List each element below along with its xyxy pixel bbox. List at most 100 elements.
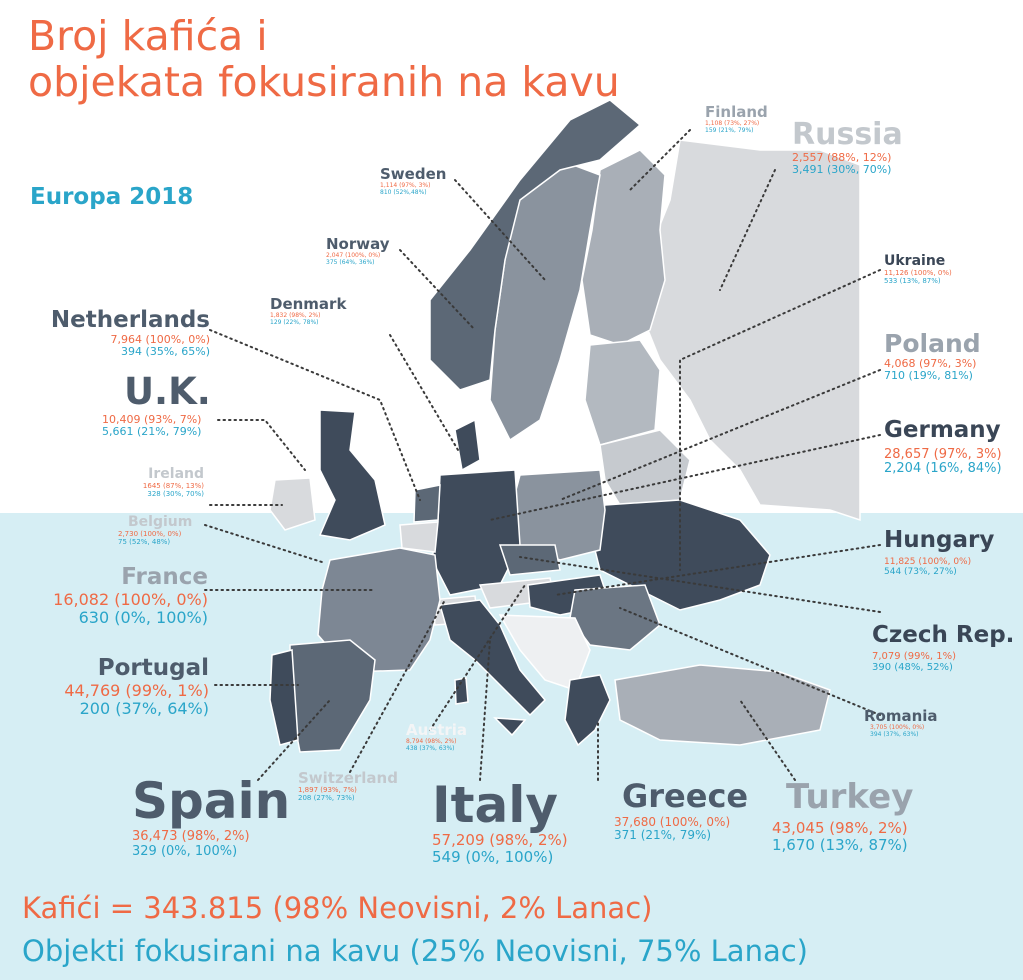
uk-shape [318,409,386,541]
hungary-coffee: 544 (73%, 27%) [884,566,957,577]
baltics-shape [584,339,661,446]
label-greece: Greece 37,680 (100%, 0%) 371 (21%, 79%) [614,780,748,843]
poland-coffee: 710 (19%, 81%) [884,369,973,383]
czech-coffee: 390 (48%, 52%) [872,661,953,673]
label-norway: Norway 2,047 (100%, 0%) 375 (64%, 36%) [326,236,390,266]
label-czech: Czech Rep. 7,079 (99%, 1%) 390 (48%, 52%… [872,622,1015,673]
uk-cafes: 10,409 (93%, 7%) [102,413,202,426]
germany-cafes: 28,657 (97%, 3%) [884,446,1002,462]
austria-name: Austria [406,721,468,739]
germany-name: Germany [884,417,1001,443]
ukraine-coffee: 533 (13%, 87%) [884,276,941,285]
netherlands-shape [413,484,441,523]
leader-spain [257,699,331,781]
italy-name: Italy [432,776,558,834]
leader-russia [719,169,776,291]
russia-name: Russia [792,117,903,152]
leader-finland [629,129,691,191]
spain-coffee: 329 (0%, 100%) [132,843,238,859]
label-romania: Romania 3,705 (100%, 0%) 394 (37%, 63%) [864,708,938,738]
france-coffee: 630 (0%, 100%) [78,607,208,627]
leader-poland [559,369,881,501]
label-denmark: Denmark 1,832 (98%, 2%) 129 (22%, 78%) [270,296,346,326]
sweden-name: Sweden [380,165,447,183]
belgium-shape [399,521,439,553]
label-germany: Germany 28,657 (97%, 3%) 2,204 (16%, 84%… [884,417,1002,477]
denmark-name: Denmark [270,295,347,313]
czech-cafes: 7,079 (99%, 1%) [872,650,957,662]
sicily-shape [493,717,527,737]
sweden-coffee: 810 (52%,48%) [380,188,427,196]
czech-shape [498,544,561,576]
label-ukraine: Ukraine 11,126 (100%, 0%) 533 (13%, 87%) [884,253,952,285]
norway-coffee: 375 (64%, 36%) [326,258,375,266]
germany-shape [431,469,521,596]
russia-coffee: 3,491 (30%, 70%) [792,162,892,176]
belgium-name: Belgium [128,514,193,530]
label-finland: Finland 1,108 (73%, 27%) 159 (21%, 79%) [705,104,768,134]
greece-cafes: 37,680 (100%, 0%) [614,815,731,829]
turkey-cafes: 43,045 (98%, 2%) [772,819,908,837]
label-ireland: Ireland 1645 (87%, 13%) 328 (30%, 70%) [100,466,204,498]
italy-cafes: 57,209 (98%, 2%) [432,831,568,849]
title-line-2: objekata fokusiranih na kavu [28,57,620,106]
ukraine-name: Ukraine [884,253,946,269]
uk-coffee: 5,661 (21%, 79%) [102,425,202,439]
romania-cafes: 3,705 (100%, 0%) [870,723,925,731]
finland-cafes: 1,108 (73%, 27%) [705,119,760,127]
ukraine-cafes: 11,126 (100%, 0%) [884,268,952,277]
portugal-shape [269,649,299,746]
subtitle: Europa 2018 [30,184,194,210]
title-line-1: Broj kafića i [28,12,268,60]
label-turkey: Turkey 43,045 (98%, 2%) 1,670 (13%, 87%) [772,780,913,854]
footer-coffee-focused: Objekti fokusirani na kavu (25% Neovisni… [22,934,808,968]
finland-shape [581,149,666,346]
netherlands-name: Netherlands [50,307,210,333]
romania-coffee: 394 (37%, 63%) [870,730,919,738]
france-cafes: 16,082 (100%, 0%) [53,589,208,609]
austria-coffee: 438 (37%, 63%) [406,744,455,752]
spain-cafes: 36,473 (98%, 2%) [132,829,250,844]
russia-cafes: 2,557 (88%, 12%) [792,150,892,164]
leader-uk [217,419,306,471]
finland-coffee: 159 (21%, 79%) [705,126,754,134]
spain-shape [289,639,376,753]
label-netherlands: Netherlands 7,964 (100%, 0%) 394 (35%, 6… [30,307,210,359]
sardinia-shape [454,677,469,705]
leader-italy [479,639,491,781]
ireland-name: Ireland [148,466,204,482]
label-portugal: Portugal 44,769 (99%, 1%) 200 (37%, 64%) [34,655,209,718]
label-hungary: Hungary 11,825 (100%, 0%) 544 (73%, 27%) [884,527,995,577]
romania-name: Romania [864,707,938,725]
sweden-cafes: 1,114 (97%, 3%) [380,181,431,189]
hungary-cafes: 11,825 (100%, 0%) [884,556,972,567]
uk-name: U.K. [124,370,211,413]
label-sweden: Sweden 1,114 (97%, 3%) 810 (52%,48%) [380,166,446,196]
label-italy: Italy 57,209 (98%, 2%) 549 (0%, 100%) [432,780,568,866]
leader-ukraine [679,269,881,571]
hungary-name: Hungary [884,527,995,553]
czech-name: Czech Rep. [872,622,1015,648]
norway-cafes: 2,047 (100%, 0%) [326,251,381,259]
ireland-cafes: 1645 (87%, 13%) [142,481,204,490]
leader-norway [399,249,476,331]
leader-switzerland [349,599,446,773]
portugal-cafes: 44,769 (99%, 1%) [64,680,209,700]
leader-germany [489,434,881,521]
finland-name: Finland [705,103,768,121]
label-france: France 16,082 (100%, 0%) 630 (0%, 100%) [18,564,208,627]
greece-coffee: 371 (21%, 79%) [614,828,712,843]
greece-shape [564,674,611,747]
leader-belgium [204,524,326,564]
label-poland: Poland 4,068 (97%, 3%) 710 (19%, 81%) [884,330,981,383]
denmark-coffee: 129 (22%, 78%) [270,318,319,326]
belarus-shape [599,429,691,506]
leader-czech [519,556,881,613]
denmark-shape [454,418,481,472]
germany-coffee: 2,204 (16%, 84%) [884,461,1002,477]
italy-coffee: 549 (0%, 100%) [432,847,554,866]
netherlands-coffee: 394 (35%, 65%) [121,345,210,359]
norway-shape [429,99,642,391]
label-austria: Austria 8,794 (98%, 2%) 438 (37%, 63%) [406,722,467,752]
